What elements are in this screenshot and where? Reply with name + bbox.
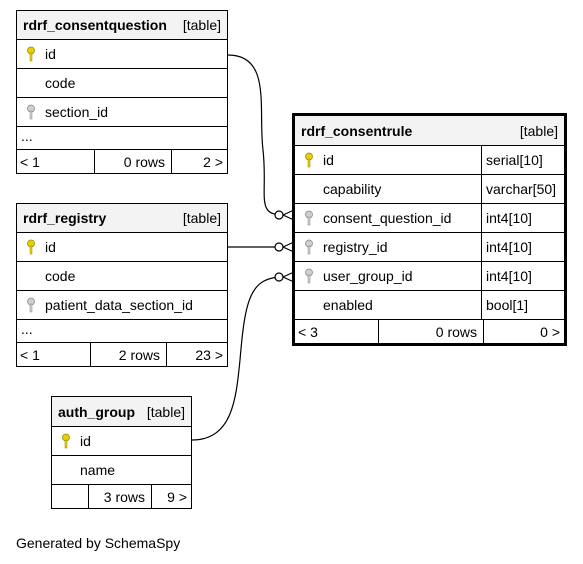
column-name: registry_id xyxy=(323,239,388,255)
parents-count[interactable] xyxy=(52,485,89,508)
generated-by-credit: Generated by SchemaSpy xyxy=(16,535,181,551)
column-row[interactable]: capability varchar[50] xyxy=(295,175,564,204)
column-type: int4[10] xyxy=(481,262,564,290)
table-header[interactable]: rdrf_consentquestion [table] xyxy=(17,11,227,40)
table-rdrf-registry[interactable]: rdrf_registry [table] id code patient_da… xyxy=(16,203,228,367)
column-name: capability xyxy=(323,181,382,197)
edge-consentquestion-to-consentrule xyxy=(227,54,284,216)
table-auth-group[interactable]: auth_group [table] id name 3 rows 9 > xyxy=(51,396,192,509)
table-header[interactable]: auth_group [table] xyxy=(52,397,191,427)
column-row[interactable]: user_group_id int4[10] xyxy=(295,262,564,291)
column-row[interactable]: patient_data_section_id xyxy=(17,291,227,320)
column-row[interactable]: id xyxy=(17,233,227,262)
parents-count[interactable]: < 3 xyxy=(295,320,379,343)
row-count: 3 rows xyxy=(89,485,152,508)
column-row[interactable]: id xyxy=(52,427,191,456)
column-name: user_group_id xyxy=(323,268,413,284)
table-rdrf-consentrule[interactable]: rdrf_consentrule [table] id serial[10] c… xyxy=(292,113,567,346)
column-name: patient_data_section_id xyxy=(45,297,193,313)
parents-count[interactable]: < 1 xyxy=(17,150,95,173)
foreign-key-icon xyxy=(295,268,323,284)
table-footer: 3 rows 9 > xyxy=(52,485,191,508)
column-type: int4[10] xyxy=(481,233,564,261)
column-name: id xyxy=(323,152,334,168)
column-type: bool[1] xyxy=(481,291,564,319)
children-count[interactable]: 9 > xyxy=(167,488,187,505)
column-row[interactable]: id xyxy=(17,40,227,69)
table-footer: < 3 0 rows 0 > xyxy=(295,320,564,343)
row-count: 2 rows xyxy=(91,343,167,366)
column-type: serial[10] xyxy=(481,146,564,174)
column-name: name xyxy=(80,462,116,478)
column-row[interactable]: id serial[10] xyxy=(295,146,564,175)
column-name: section_id xyxy=(45,104,109,120)
column-row[interactable]: enabled bool[1] xyxy=(295,291,564,320)
column-name: code xyxy=(45,75,76,91)
column-row[interactable]: name xyxy=(52,456,191,485)
table-name: rdrf_consentquestion xyxy=(23,17,167,33)
table-type: [table] xyxy=(519,122,558,139)
table-type: [table] xyxy=(182,210,221,226)
table-footer: < 1 0 rows 2 > xyxy=(17,150,227,173)
column-row[interactable]: code xyxy=(17,262,227,291)
primary-key-icon xyxy=(17,239,45,255)
column-type: varchar[50] xyxy=(481,175,564,203)
column-row[interactable]: registry_id int4[10] xyxy=(295,233,564,262)
primary-key-icon xyxy=(52,433,80,449)
table-name: rdrf_consentrule xyxy=(301,122,413,139)
table-type: [table] xyxy=(182,17,221,33)
column-name: id xyxy=(80,433,91,449)
table-type: [table] xyxy=(146,403,185,420)
table-name: auth_group xyxy=(58,403,135,420)
primary-key-icon xyxy=(295,152,323,168)
column-name: consent_question_id xyxy=(323,210,452,226)
foreign-key-icon xyxy=(17,297,45,313)
column-name: enabled xyxy=(323,297,373,313)
table-name: rdrf_registry xyxy=(23,210,107,226)
column-row[interactable]: code xyxy=(17,69,227,98)
foreign-key-icon xyxy=(17,104,45,120)
row-count: 0 rows xyxy=(95,150,172,173)
column-row[interactable]: section_id xyxy=(17,98,227,127)
primary-key-icon xyxy=(17,46,45,62)
foreign-key-icon xyxy=(295,239,323,255)
column-row[interactable]: consent_question_id int4[10] xyxy=(295,204,564,233)
column-name: id xyxy=(45,46,56,62)
more-columns: ... xyxy=(17,320,227,343)
children-count[interactable]: 0 > xyxy=(540,323,560,340)
crows-foot-markers xyxy=(274,209,295,283)
table-header[interactable]: rdrf_consentrule [table] xyxy=(295,116,564,146)
table-footer: < 1 2 rows 23 > xyxy=(17,343,227,366)
table-header[interactable]: rdrf_registry [table] xyxy=(17,204,227,233)
foreign-key-icon xyxy=(295,210,323,226)
children-count[interactable]: 23 > xyxy=(195,346,223,363)
row-count: 0 rows xyxy=(379,320,484,343)
edge-authgroup-to-consentrule xyxy=(191,276,284,441)
column-name: code xyxy=(45,268,76,284)
parents-count[interactable]: < 1 xyxy=(17,343,91,366)
column-type: int4[10] xyxy=(481,204,564,232)
column-name: id xyxy=(45,239,56,255)
table-rdrf-consentquestion[interactable]: rdrf_consentquestion [table] id code sec… xyxy=(16,10,228,174)
more-columns: ... xyxy=(17,127,227,150)
children-count[interactable]: 2 > xyxy=(203,153,223,170)
